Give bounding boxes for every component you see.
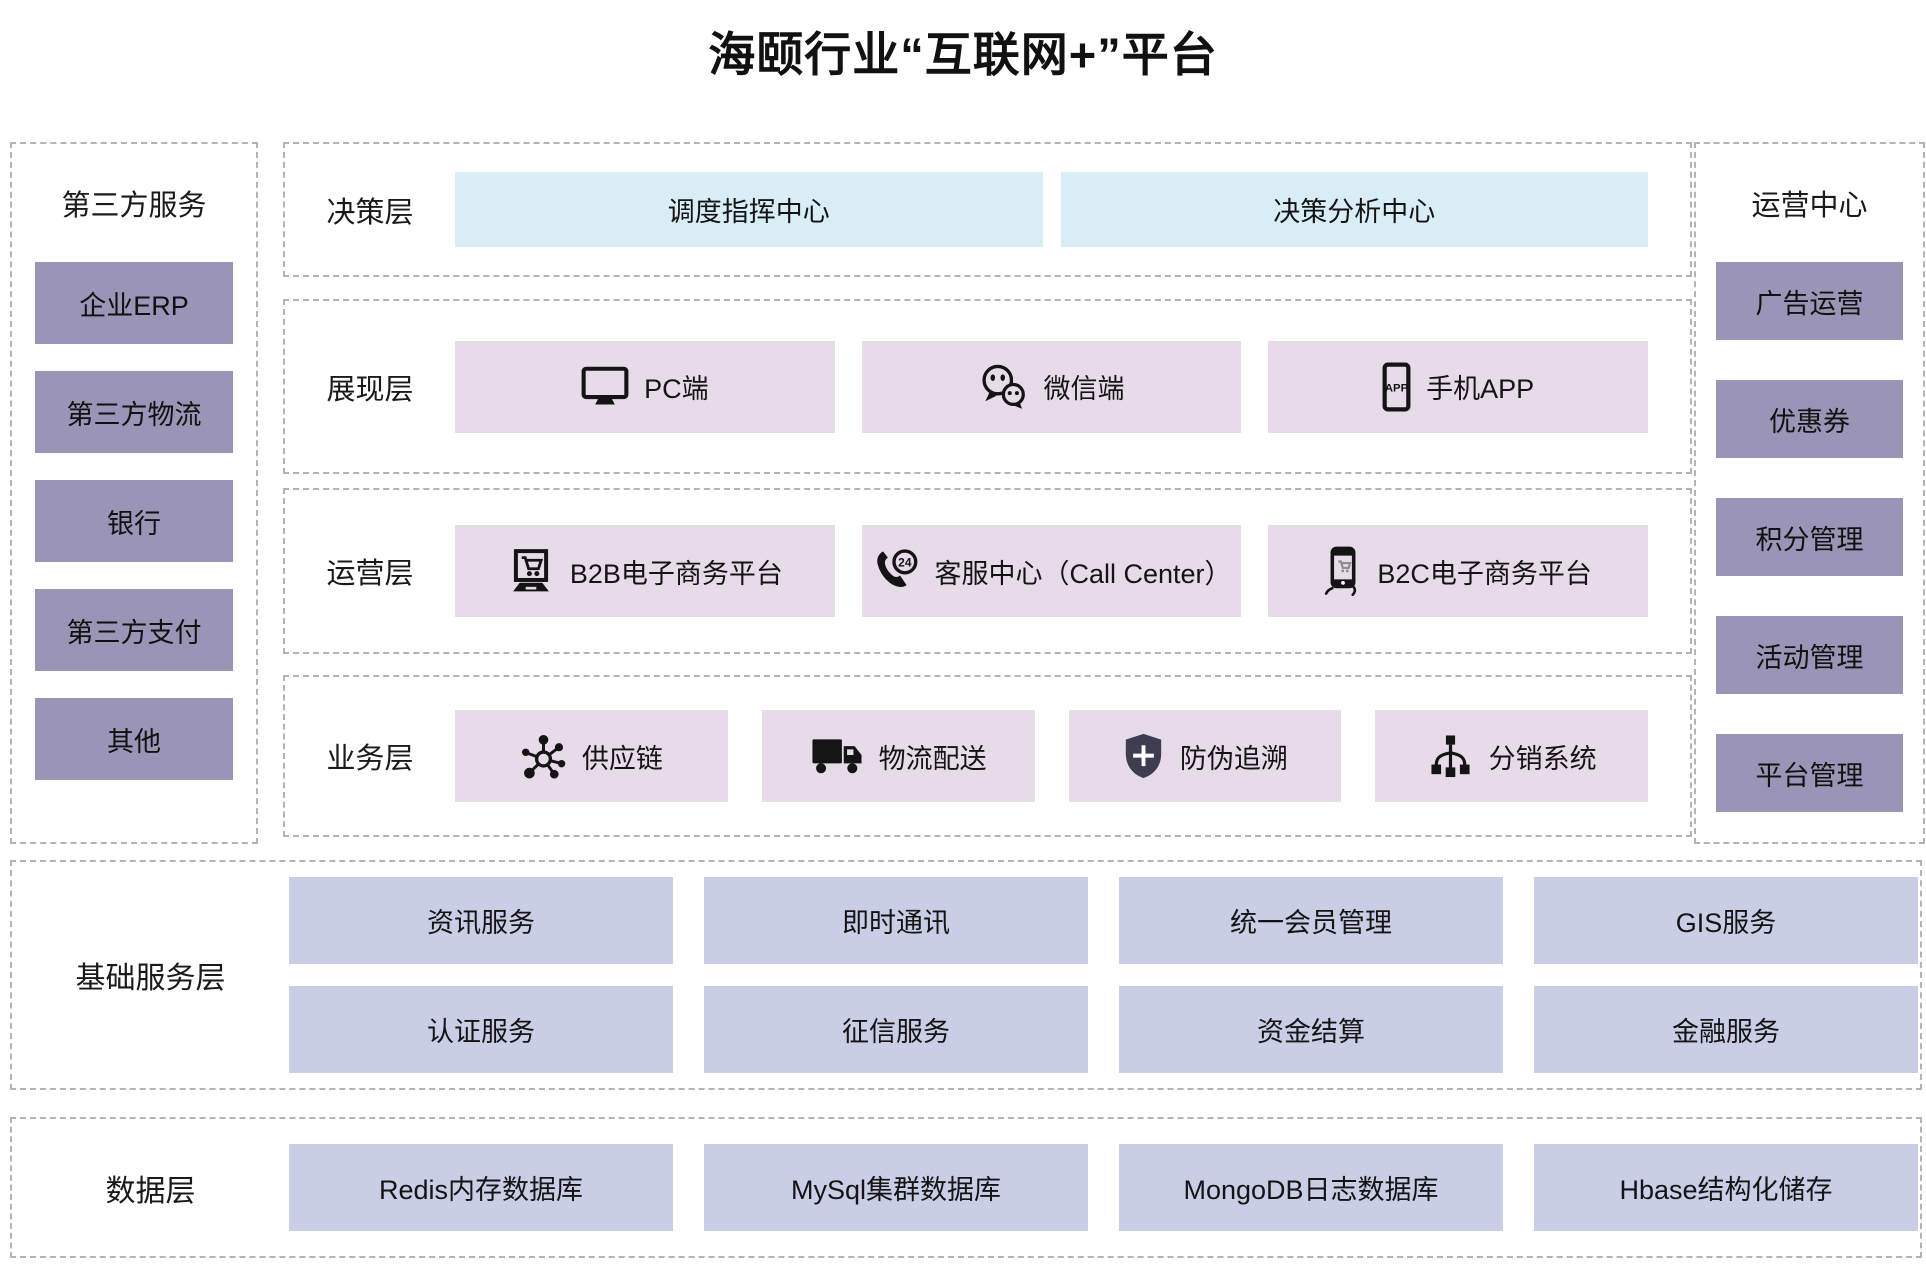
- third-party-services-panel: 第三方服务 企业ERP 第三方物流 银行 第三方支付 其他: [10, 142, 258, 844]
- operations-center-panel: 运营中心 广告运营 优惠券 积分管理 活动管理 平台管理: [1694, 142, 1925, 844]
- mysql-db-box: MySql集群数据库: [704, 1144, 1088, 1231]
- base-service-layer-section: 基础服务层 资讯服务 即时通讯 统一会员管理 GIS服务 认证服务 征信服务 资…: [10, 860, 1922, 1090]
- operations-layer-section: 运营层 B2B电子商务平台: [283, 488, 1692, 654]
- b2b-ecommerce-box: B2B电子商务平台: [455, 525, 835, 617]
- presentation-layer-row: PC端 微信端: [455, 340, 1690, 433]
- decision-analysis-center-box: 决策分析中心: [1060, 172, 1648, 247]
- phone-24-icon: 24: [871, 547, 919, 595]
- decision-layer-section: 决策层 调度指挥中心 决策分析中心: [283, 142, 1692, 277]
- financial-service-box: 金融服务: [1534, 986, 1918, 1073]
- data-layer-grid: Redis内存数据库 MySql集群数据库 MongoDB日志数据库 Hbase…: [289, 1144, 1920, 1231]
- decision-layer-row: 调度指挥中心 决策分析中心: [455, 172, 1690, 247]
- decision-layer-label: 决策层: [326, 196, 414, 229]
- third-party-item-bank: 银行: [35, 480, 233, 562]
- third-party-services-header: 第三方服务: [61, 190, 207, 222]
- anti-counterfeit-label: 防伪追溯: [1179, 743, 1288, 774]
- shield-icon: [1122, 732, 1165, 780]
- svg-text:APP: APP: [1385, 382, 1409, 394]
- operations-item-coupons: 优惠券: [1716, 380, 1903, 458]
- truck-icon: [810, 735, 864, 777]
- supply-chain-label: 供应链: [581, 743, 663, 774]
- third-party-item-logistics: 第三方物流: [35, 371, 233, 453]
- operations-layer-row: B2B电子商务平台 24 客服中心（Call Center）: [455, 525, 1690, 617]
- operations-item-ads: 广告运营: [1716, 262, 1903, 340]
- call-center-label: 客服中心（Call Center）: [934, 558, 1232, 589]
- dispatch-command-center-box: 调度指挥中心: [455, 172, 1043, 247]
- pc-client-box: PC端: [455, 340, 835, 433]
- call-center-box: 24 客服中心（Call Center）: [861, 525, 1242, 617]
- phone-app-icon: APP: [1382, 362, 1411, 412]
- credit-service-box: 征信服务: [704, 986, 1088, 1073]
- logistics-delivery-label: 物流配送: [878, 743, 987, 774]
- third-party-item-payment: 第三方支付: [35, 589, 233, 671]
- redis-db-box: Redis内存数据库: [289, 1144, 673, 1231]
- mongodb-db-box: MongoDB日志数据库: [1119, 1144, 1503, 1231]
- operations-layer-label: 运营层: [326, 558, 414, 590]
- business-layer-section: 业务层: [283, 675, 1692, 837]
- hbase-storage-box: Hbase结构化储存: [1534, 1144, 1918, 1231]
- monitor-icon: [581, 366, 629, 407]
- laptop-cart-icon: [507, 548, 555, 594]
- svg-text:24: 24: [899, 555, 913, 569]
- page-title: 海颐行业“互联网+”平台: [708, 28, 1218, 81]
- data-layer-label: 数据层: [105, 1174, 196, 1208]
- b2b-ecommerce-label: B2B电子商务平台: [569, 558, 783, 589]
- b2c-ecommerce-box: B2C电子商务平台: [1268, 525, 1649, 617]
- third-party-item-erp: 企业ERP: [35, 262, 233, 344]
- operations-item-activities: 活动管理: [1716, 616, 1903, 694]
- unified-member-mgmt-box: 统一会员管理: [1119, 877, 1503, 964]
- distribution-system-box: 分销系统: [1375, 710, 1648, 802]
- mobile-app-label: 手机APP: [1426, 374, 1535, 404]
- network-icon: [520, 733, 567, 780]
- operations-center-items: 广告运营 优惠券 积分管理 活动管理 平台管理: [1696, 262, 1923, 812]
- mobile-app-box: APP 手机APP: [1268, 340, 1649, 433]
- operations-item-points: 积分管理: [1716, 498, 1903, 576]
- auth-service-box: 认证服务: [289, 986, 673, 1073]
- third-party-item-other: 其他: [35, 698, 233, 780]
- b2c-ecommerce-label: B2C电子商务平台: [1377, 558, 1592, 589]
- wechat-client-box: 微信端: [861, 340, 1242, 433]
- pc-client-label: PC端: [644, 374, 709, 404]
- distribution-system-label: 分销系统: [1488, 743, 1597, 774]
- wechat-icon: [979, 364, 1029, 410]
- operations-center-header: 运营中心: [1751, 190, 1868, 222]
- base-service-grid: 资讯服务 即时通讯 统一会员管理 GIS服务 认证服务 征信服务 资金结算 金融…: [289, 877, 1920, 1073]
- wechat-client-label: 微信端: [1043, 374, 1125, 404]
- hierarchy-icon: [1427, 734, 1474, 779]
- supply-chain-box: 供应链: [455, 710, 728, 802]
- info-service-box: 资讯服务: [289, 877, 673, 964]
- data-layer-section: 数据层 Redis内存数据库 MySql集群数据库 MongoDB日志数据库 H…: [10, 1117, 1922, 1258]
- anti-counterfeit-box: 防伪追溯: [1068, 710, 1342, 802]
- operations-item-platform: 平台管理: [1716, 734, 1903, 812]
- presentation-layer-label: 展现层: [326, 373, 414, 406]
- gis-service-box: GIS服务: [1534, 877, 1918, 964]
- base-service-layer-label: 基础服务层: [75, 962, 226, 995]
- third-party-services-items: 企业ERP 第三方物流 银行 第三方支付 其他: [12, 262, 256, 780]
- logistics-delivery-box: 物流配送: [761, 710, 1035, 802]
- mobile-cart-icon: [1324, 546, 1362, 596]
- business-layer-label: 业务层: [326, 743, 414, 775]
- presentation-layer-section: 展现层 PC端: [283, 299, 1692, 474]
- instant-messaging-box: 即时通讯: [704, 877, 1088, 964]
- fund-settlement-box: 资金结算: [1119, 986, 1503, 1073]
- business-layer-row: 供应链 物流配送: [455, 710, 1690, 802]
